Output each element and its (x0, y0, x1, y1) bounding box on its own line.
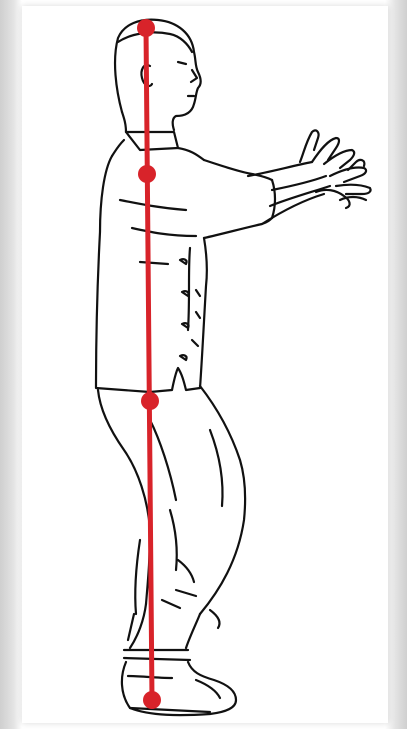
shoes-outline (122, 662, 236, 715)
alignment-guide (137, 19, 161, 709)
shoulder-marker (138, 165, 156, 183)
hip-marker (141, 392, 159, 410)
ankle-marker (143, 691, 161, 709)
collar-outline (112, 132, 204, 160)
trousers-outline (98, 386, 245, 660)
jacket-outline (96, 156, 275, 392)
head-crown-marker (137, 19, 155, 37)
head-outline (115, 20, 201, 132)
